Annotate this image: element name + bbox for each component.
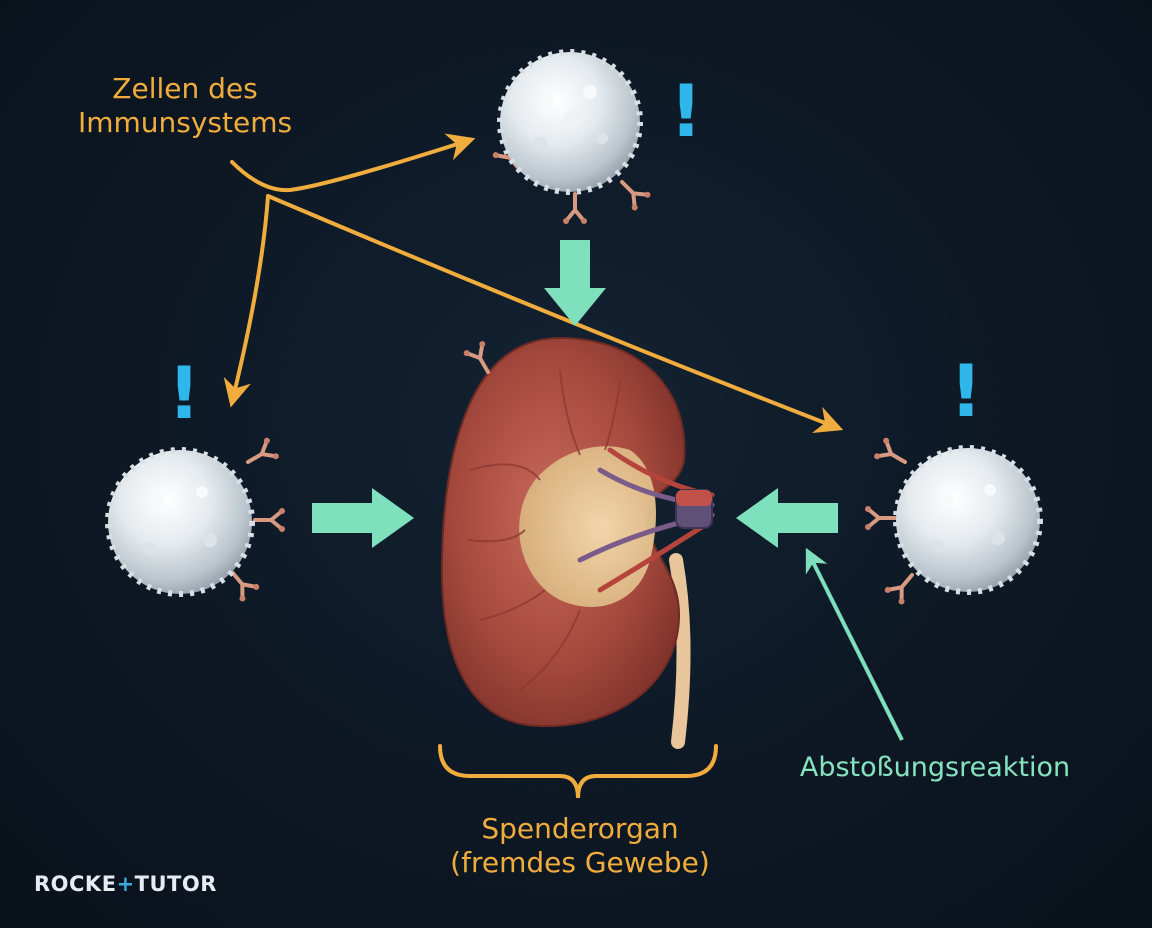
donor-organ-label-line1: Spenderorgan (481, 812, 679, 845)
alert-marks: ! ! ! (168, 69, 983, 435)
immune-cells-label-line1: Zellen des (112, 72, 258, 105)
exclamation-icon: ! (168, 351, 201, 435)
arrow-to-right-cell (266, 194, 844, 433)
immune-cells-label-line2: Immunsystems (77, 106, 293, 140)
ureter (669, 553, 691, 749)
exclamation-icon: ! (670, 69, 703, 153)
attack-arrows (312, 240, 838, 548)
arrow-right-to-kidney (736, 488, 838, 548)
donor-brace (438, 744, 718, 799)
exclamation-icon: ! (950, 349, 983, 433)
immune-cell-icon (893, 445, 1043, 595)
immune-cell-left (105, 434, 287, 605)
arrow-left-to-kidney (312, 488, 414, 548)
brand-logo: ROCKE+TUTOR (34, 872, 217, 896)
arrow-rejection-pointer (805, 547, 904, 741)
arrow-to-left-cell (223, 194, 270, 408)
donor-organ-label: Spenderorgan (fremdes Gewebe) (400, 812, 760, 880)
renal-sinus (519, 446, 656, 607)
rejection-label: Abstoßungsreaktion (799, 752, 1071, 783)
logo-part2: TUTOR (134, 872, 217, 896)
arrow-to-top-cell (230, 133, 476, 193)
immune-arrows (223, 133, 844, 433)
arrow-top-to-kidney (544, 240, 606, 326)
logo-plus-icon: + (116, 872, 135, 896)
immune-cells-label: Zellen des Immunsystems (40, 72, 330, 140)
logo-part1: ROCKE (34, 872, 117, 896)
immune-cell-icon (105, 447, 255, 597)
kidney (440, 336, 715, 749)
donor-organ-label-line2: (fremdes Gewebe) (450, 846, 710, 880)
immune-cell-right (863, 434, 1043, 608)
immune-cell-top (489, 49, 652, 226)
